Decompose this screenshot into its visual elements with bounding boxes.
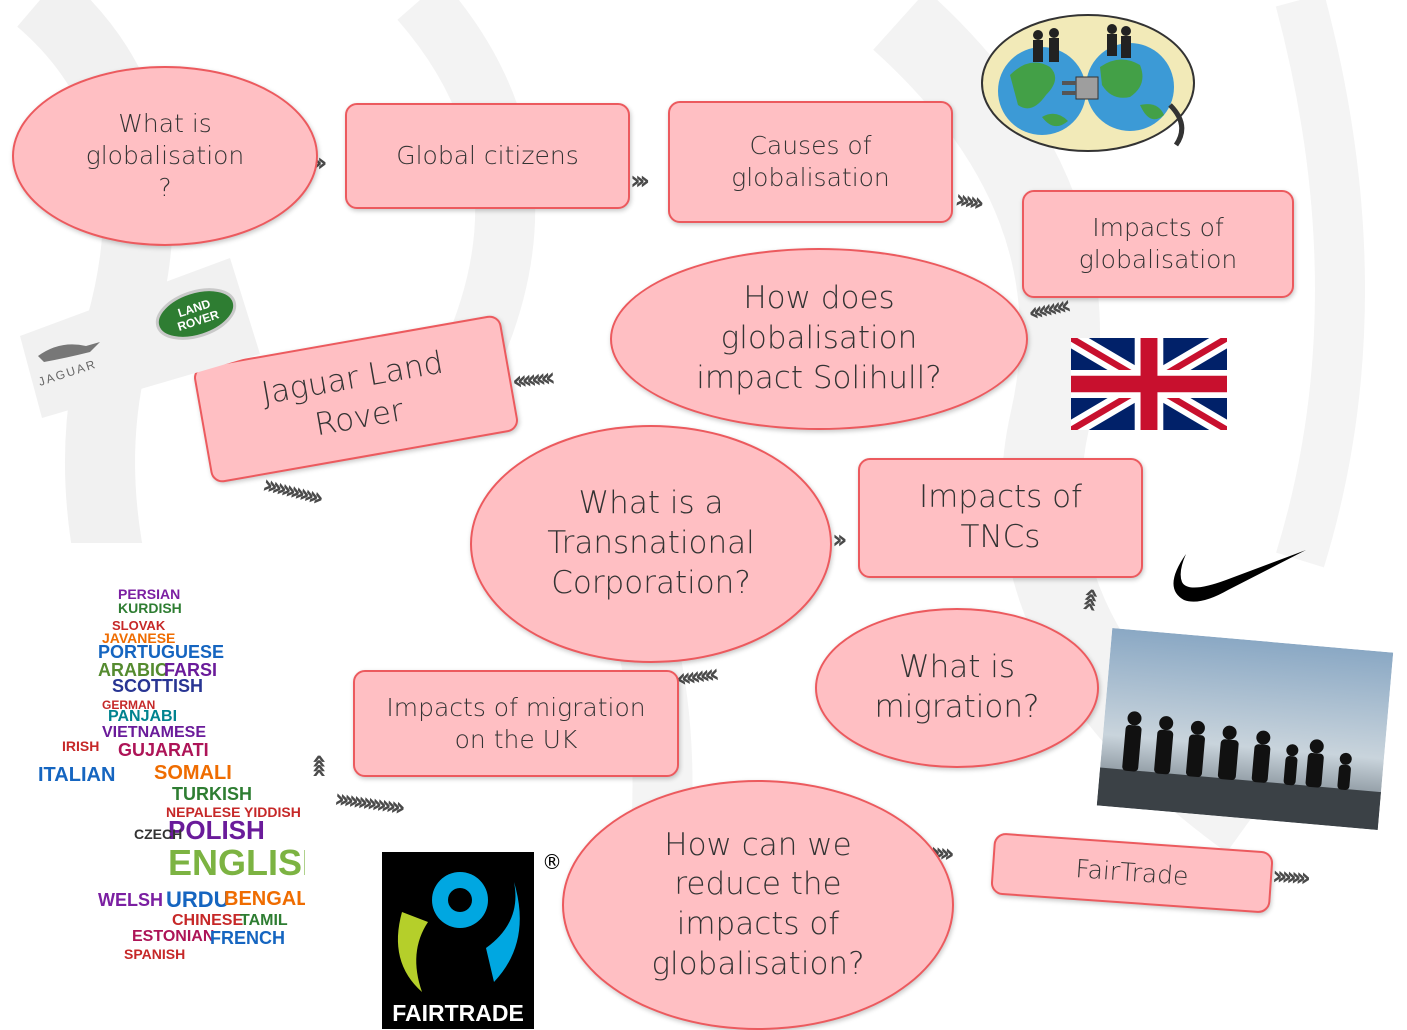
node-global-citizens[interactable]: Global citizens bbox=[345, 103, 630, 209]
jaguar-land-rover-logo: LAND ROVER JAGUAR bbox=[20, 258, 260, 418]
arrow-connector: ‹‹‹‹ bbox=[304, 753, 335, 773]
arrow-connector: ››››› bbox=[952, 184, 982, 218]
node-label: What is globalisation ? bbox=[85, 109, 245, 202]
node-label: Impacts of migration on the UK bbox=[386, 692, 646, 754]
node-label: Global citizens bbox=[396, 141, 579, 170]
arrow-connector: ‹‹‹‹‹‹‹‹ bbox=[510, 363, 552, 397]
arrow-connector: ‹‹‹‹‹‹‹‹ bbox=[674, 659, 716, 695]
registered-mark: ® bbox=[542, 850, 562, 874]
node-label: What is migration? bbox=[874, 649, 1040, 725]
arrow-connector: ››››››› bbox=[1270, 860, 1307, 894]
uk-languages-word-cloud: PERSIAN KURDISH SLOVAK JAVANESE PORTUGUE… bbox=[22, 543, 305, 996]
node-label: Impacts of globalisation bbox=[1078, 213, 1238, 274]
node-label: How can we reduce the impacts of globali… bbox=[651, 826, 865, 982]
node-impacts-of-globalisation[interactable]: Impacts of globalisation bbox=[1022, 190, 1294, 298]
arrow-connector: ‹‹‹‹ bbox=[1075, 585, 1108, 609]
fairtrade-logo: FAIRTRADE bbox=[382, 852, 534, 1029]
fairtrade-logo-text: FAIRTRADE bbox=[392, 1000, 524, 1026]
arrow-connector: ››› bbox=[630, 166, 650, 196]
node-label: Causes of globalisation bbox=[731, 131, 890, 192]
node-reduce-impacts[interactable]: How can we reduce the impacts of globali… bbox=[562, 780, 954, 1030]
node-what-is-tnc[interactable]: What is a Transnational Corporation? bbox=[470, 425, 832, 663]
node-globalisation-impact-solihull[interactable]: How does globalisation impact Solihull? bbox=[610, 248, 1028, 430]
nike-swoosh-logo bbox=[1166, 548, 1308, 604]
node-label: Impacts of TNCs bbox=[918, 479, 1083, 555]
node-impacts-of-tncs[interactable]: Impacts of TNCs bbox=[858, 458, 1143, 578]
arrow-connector: ‹‹‹‹‹‹‹‹ bbox=[1025, 291, 1069, 329]
node-label: FairTrade bbox=[1074, 854, 1190, 891]
migration-photo bbox=[1096, 628, 1394, 830]
node-what-is-globalisation[interactable]: What is globalisation ? bbox=[12, 66, 318, 246]
node-what-is-migration[interactable]: What is migration? bbox=[815, 608, 1099, 768]
node-label: Jaguar Land Rover bbox=[258, 344, 446, 444]
node-label: What is a Transnational Corporation? bbox=[547, 485, 755, 601]
arrow-connector: ›› bbox=[832, 525, 848, 555]
node-causes-of-globalisation[interactable]: Causes of globalisation bbox=[668, 101, 953, 223]
node-impacts-of-migration[interactable]: Impacts of migration on the UK bbox=[353, 670, 679, 777]
globe-plug-image bbox=[980, 5, 1200, 155]
union-jack-flag bbox=[1066, 330, 1232, 438]
node-label: How does globalisation impact Solihull? bbox=[696, 280, 942, 396]
